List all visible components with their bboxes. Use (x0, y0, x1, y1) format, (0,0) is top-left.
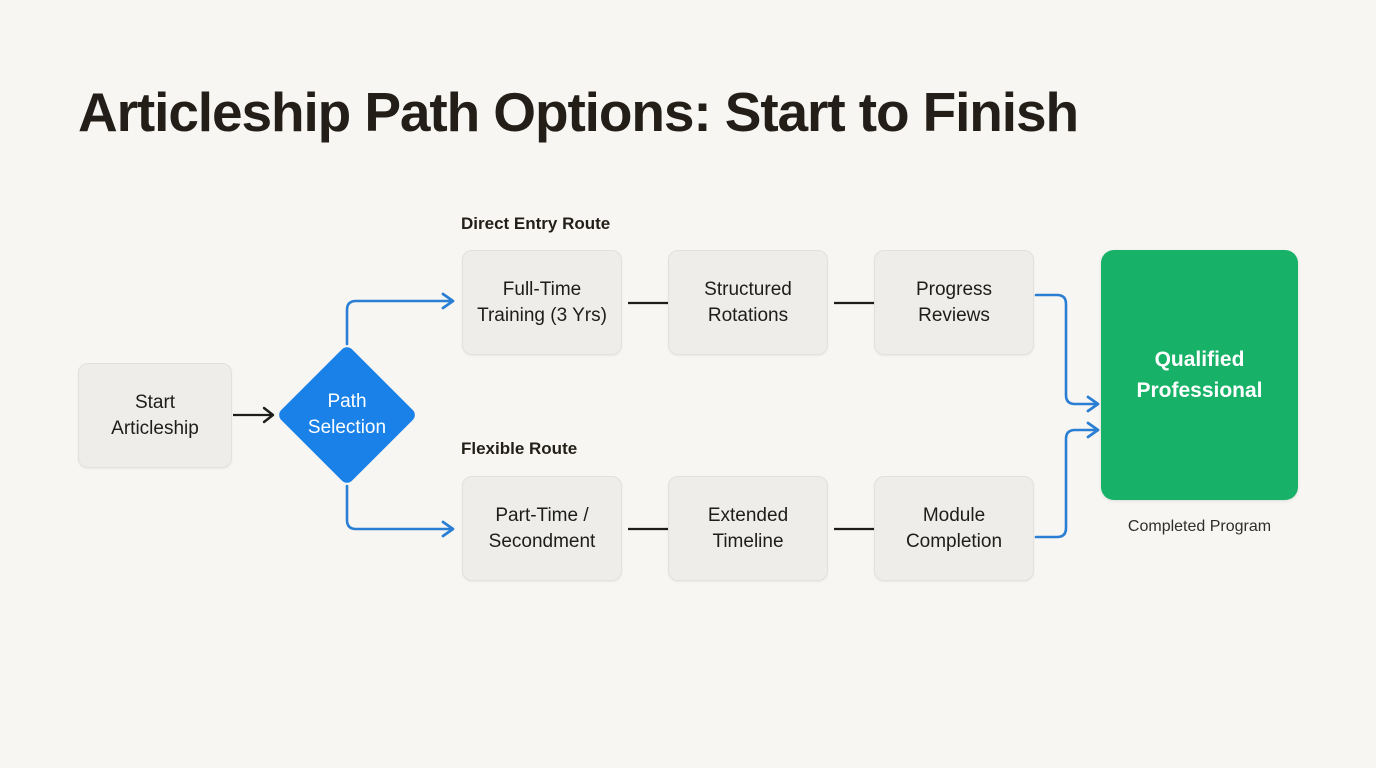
node-module-line2: Completion (905, 530, 1003, 552)
node-qualified-line2: Professional (1136, 379, 1263, 402)
node-progress-reviews-text: Progress Reviews (916, 277, 992, 329)
node-module-line1: Module (922, 504, 986, 526)
node-reviews-line1: Progress (915, 278, 993, 300)
arrow-decision-to-direct-entry (345, 292, 455, 346)
terminal-node-caption: Completed Program (1127, 518, 1272, 535)
node-module-completion[interactable]: Module Completion (874, 476, 1034, 581)
route-label-direct-entry: Direct Entry Route (461, 214, 611, 233)
node-structured-rotations[interactable]: Structured Rotations (668, 250, 828, 355)
node-extended-line2: Timeline (712, 530, 784, 552)
node-part-time-line2: Secondment (488, 530, 596, 552)
node-extended-timeline[interactable]: Extended Timeline (668, 476, 828, 581)
node-part-time-secondment-text: Part-Time / Secondment (489, 503, 596, 555)
node-qualified-professional[interactable]: Qualified Professional (1101, 250, 1298, 500)
node-part-time-line1: Part-Time / (495, 504, 589, 526)
node-start-articleship-text: Start Articleship (111, 390, 199, 442)
node-decision-line2: Selection (307, 417, 387, 438)
arrow-decision-to-flexible (345, 484, 455, 538)
node-rotations-line2: Rotations (707, 304, 789, 326)
arrow-start-to-decision (233, 406, 275, 424)
page-title: Articleship Path Options: Start to Finis… (78, 81, 1079, 143)
node-extended-line1: Extended (707, 504, 789, 526)
node-part-time-secondment[interactable]: Part-Time / Secondment (462, 476, 622, 581)
node-module-completion-text: Module Completion (906, 503, 1002, 555)
node-start-line2: Articleship (111, 417, 199, 439)
node-full-time-training-text: Full-Time Training (3 Yrs) (477, 277, 607, 329)
node-path-selection[interactable]: Path Selection (276, 344, 418, 486)
arrow-module-to-qualified (1034, 421, 1100, 539)
node-start-articleship[interactable]: Start Articleship (78, 363, 232, 468)
node-reviews-line2: Reviews (918, 304, 990, 326)
arrow-reviews-to-qualified (1034, 293, 1100, 413)
node-progress-reviews[interactable]: Progress Reviews (874, 250, 1034, 355)
node-rotations-line1: Structured (704, 278, 792, 300)
node-extended-timeline-text: Extended Timeline (708, 503, 788, 555)
route-label-flexible: Flexible Route (461, 439, 578, 458)
node-full-time-line1: Full-Time (502, 278, 582, 300)
node-qualified-professional-text: Qualified Professional (1136, 344, 1262, 406)
node-decision-line1: Path (327, 391, 367, 412)
node-path-selection-text: Path Selection (276, 344, 418, 486)
node-full-time-line2: Training (3 Yrs) (477, 304, 607, 326)
node-full-time-training[interactable]: Full-Time Training (3 Yrs) (462, 250, 622, 355)
node-qualified-line1: Qualified (1154, 348, 1245, 371)
node-structured-rotations-text: Structured Rotations (704, 277, 792, 329)
node-start-line1: Start (134, 391, 176, 413)
